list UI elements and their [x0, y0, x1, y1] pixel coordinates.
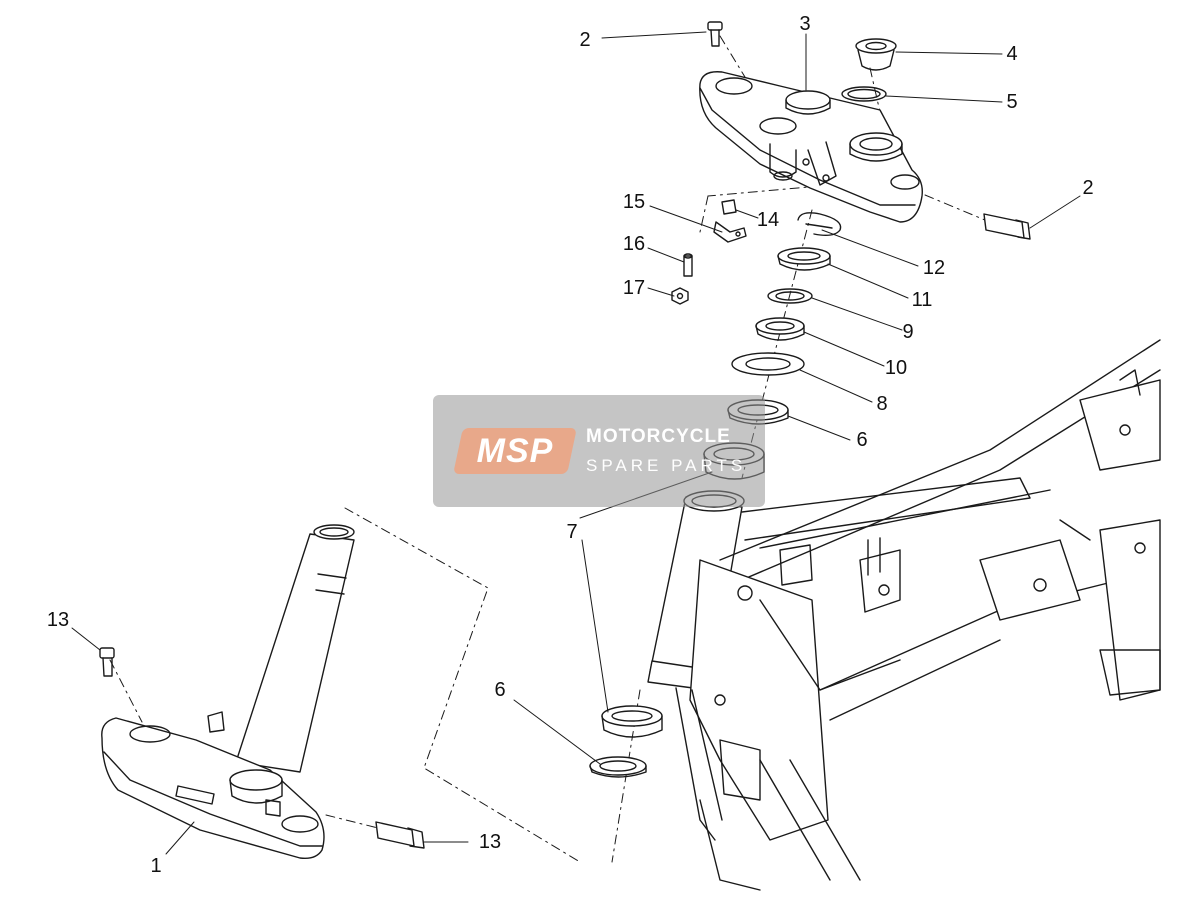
callout-4: 4: [1006, 43, 1018, 65]
bearing-7-lower: [601, 705, 663, 738]
callout-15: 15: [622, 191, 646, 213]
watermark-line-2: SPARE PARTS: [586, 456, 747, 475]
callout-10: 10: [884, 357, 908, 379]
callout-3: 3: [799, 13, 811, 35]
callout-2-top: 2: [579, 29, 591, 51]
callout-11: 11: [911, 289, 933, 311]
cap-nut: [855, 38, 897, 71]
clip-14: [721, 199, 737, 215]
top-triple-clamp: [699, 71, 923, 223]
washer-9: [767, 288, 813, 304]
ring-nut-11: [777, 247, 831, 271]
watermark-logo: MSP: [453, 428, 577, 474]
watermark-logo-text: MSP: [476, 432, 554, 470]
callout-5: 5: [1006, 91, 1018, 113]
bracket-15: [713, 221, 747, 243]
callout-13-top: 13: [46, 609, 70, 631]
bolt-2-right: [983, 213, 1031, 240]
callout-17: 17: [622, 277, 646, 299]
circlip-12: [797, 212, 842, 237]
dust-seal-8: [731, 352, 805, 376]
callout-6-lower: 6: [494, 679, 506, 701]
callout-6-upper: 6: [856, 429, 868, 451]
pin-16: [683, 253, 693, 277]
washer-5: [841, 86, 887, 102]
callout-9: 9: [902, 321, 914, 343]
callout-16: 16: [622, 233, 646, 255]
callout-14: 14: [756, 209, 780, 231]
bolt-13-top: [99, 647, 115, 677]
callout-2-right: 2: [1082, 177, 1094, 199]
ring-nut-10: [755, 317, 805, 341]
callout-7: 7: [566, 521, 578, 543]
lower-triple-clamp-with-stem: [101, 524, 355, 860]
callout-8: 8: [876, 393, 888, 415]
nut-17: [671, 287, 689, 305]
bolt-13-bottom: [375, 821, 425, 849]
frame: [647, 339, 1161, 891]
callout-12: 12: [922, 257, 946, 279]
callout-1: 1: [150, 855, 162, 877]
bolt-2-top: [707, 21, 723, 47]
watermark-line-1: MOTORCYCLE: [586, 426, 731, 447]
bearing-race-6-lower: [589, 756, 647, 778]
callout-13-bottom: 13: [478, 831, 502, 853]
leader-lines: [71, 31, 1081, 855]
